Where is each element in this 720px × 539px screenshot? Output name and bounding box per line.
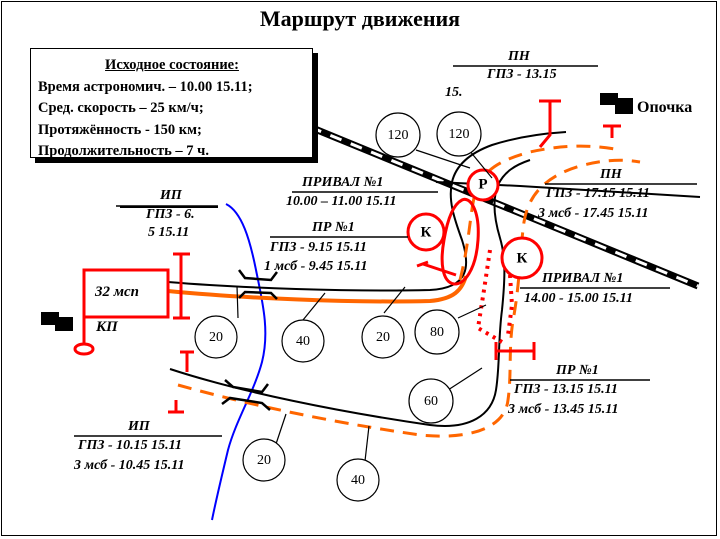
kp-symbol: [41, 312, 73, 331]
ip-bottom-line1: ГПЗ - 10.15 15.11: [78, 438, 182, 453]
distance-markers: [194, 111, 493, 502]
bridge-bottom: [221, 379, 271, 411]
marker-k-right-circle: [500, 236, 544, 280]
pr-2-line2: 3 мсб - 13.45 15.11: [508, 402, 619, 417]
place-kp: КП: [96, 319, 118, 335]
pn-right-line2: 3 мсб - 17.45 15.11: [538, 206, 649, 221]
pr-1-line2: 1 мсб - 9.45 15.11: [264, 259, 368, 274]
marker-k-left-circle: [406, 212, 446, 252]
pr-1-title: ПР №1: [312, 220, 355, 235]
distance-label: 20: [257, 453, 271, 468]
pr-1-line1: ГПЗ - 9.15 15.11: [270, 240, 367, 255]
unit-box-label: 32 мсп: [95, 284, 140, 300]
ip-top-title: ИП: [160, 188, 182, 203]
distance-label: 120: [387, 128, 409, 143]
marker-k-left-label: К: [420, 224, 432, 241]
initial-state-length: Протяжённость - 150 км;: [38, 121, 202, 138]
pn-top-line2: 15.: [445, 85, 463, 100]
initial-state-panel: Исходное состояние: Время астрономич. – …: [30, 48, 313, 159]
rest-1-title: ПРИВАЛ №1: [302, 175, 384, 190]
distance-label: 80: [430, 325, 444, 340]
distance-label: 120: [448, 127, 470, 142]
distance-label: 40: [296, 334, 310, 349]
ip-bottom-title: ИП: [128, 419, 150, 434]
marker-r-label: Р: [478, 176, 488, 193]
rest-1-line1: 10.00 – 11.00 15.11: [286, 194, 397, 209]
marker-r-circle: [466, 168, 500, 202]
pn-right-line1: ГПЗ - 17.15 15.11: [546, 186, 650, 201]
rest-2-line1: 14.00 - 15.00 15.11: [524, 291, 633, 306]
pn-top-title: ПН: [508, 49, 530, 64]
initial-state-time: Время астрономич. – 10.00 15.11;: [38, 78, 253, 95]
initial-state-speed: Сред. скорость – 25 км/ч;: [38, 100, 204, 116]
unit-flag: [73, 268, 170, 356]
opochka-symbol: [600, 93, 633, 114]
ip-top-line2: 5 15.11: [148, 225, 190, 240]
distance-label: 20: [376, 330, 390, 345]
halt-loop: [440, 197, 480, 286]
distance-label: 20: [209, 330, 223, 345]
pn-right-title: ПН: [600, 167, 622, 182]
ip-top-line1: ГПЗ - 6.: [146, 207, 195, 222]
diagram-title: Маршрут движения: [259, 6, 461, 31]
route-orange: [177, 144, 641, 438]
pr-2-line1: ГПЗ - 13.15 15.11: [514, 382, 618, 397]
distance-label: 40: [351, 473, 365, 488]
rest-2-title: ПРИВАЛ №1: [542, 271, 624, 286]
distance-label: 60: [424, 394, 438, 409]
control-markers: [168, 99, 621, 414]
label-rules: [74, 65, 697, 437]
marker-k-right-label: К: [516, 250, 528, 267]
dotted-connectors: [475, 249, 515, 344]
ip-bottom-line2: 3 мсб - 10.45 15.11: [74, 458, 185, 473]
route-orange-solid: [167, 275, 468, 304]
place-opochka: Опочка: [637, 99, 693, 116]
railway: [308, 123, 700, 290]
initial-state-heading: Исходное состояние:: [105, 57, 239, 73]
bridge-top: [238, 269, 278, 300]
initial-state-duration: Продолжительность – 7 ч.: [38, 143, 209, 159]
pn-top-line1: ГПЗ - 13.15: [487, 67, 557, 82]
pr-2-title: ПР №1: [556, 363, 599, 378]
river: [211, 203, 267, 521]
